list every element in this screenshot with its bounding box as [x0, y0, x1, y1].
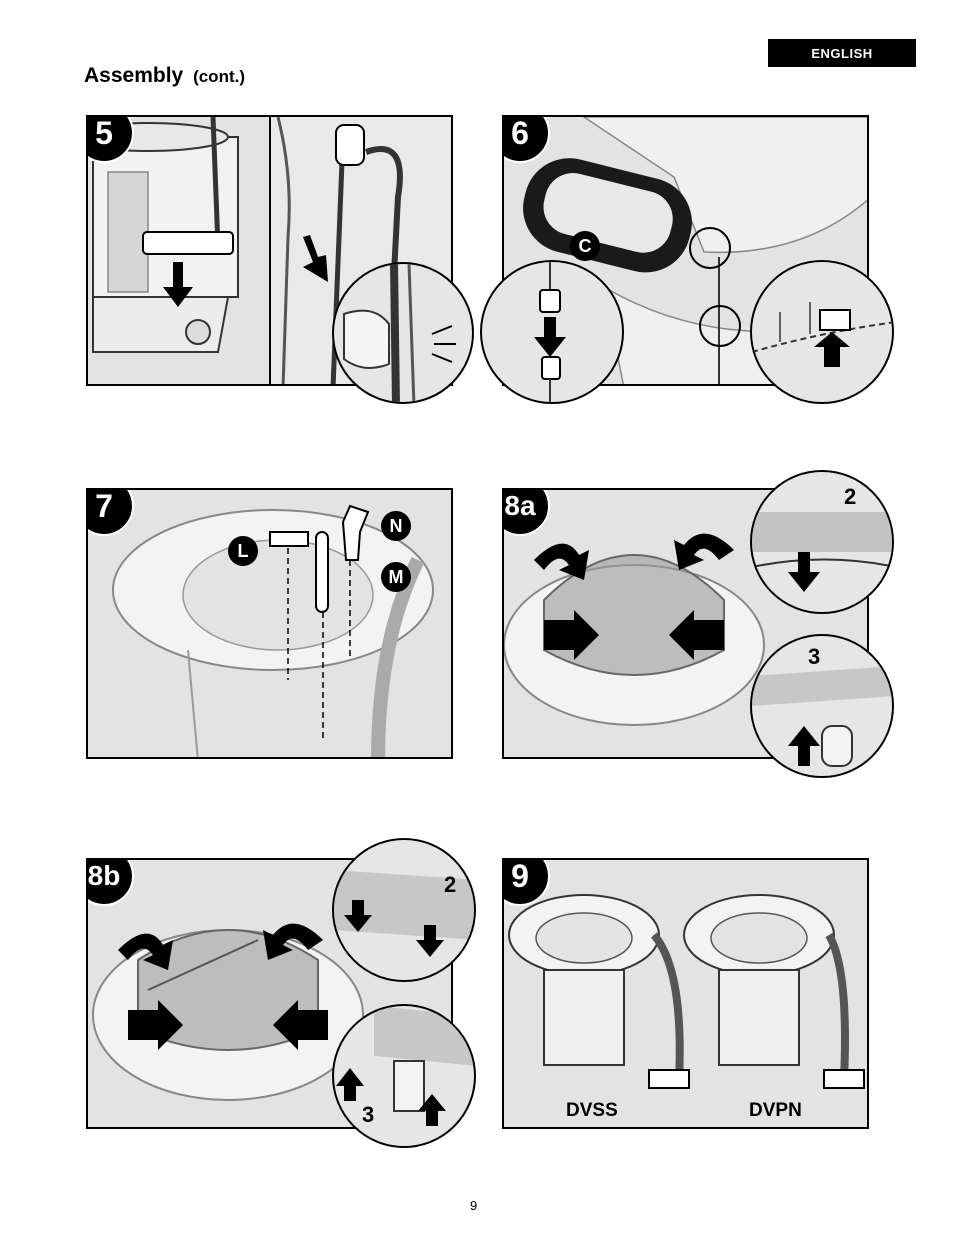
step-8b-panel: 8b: [86, 858, 453, 1129]
step-9-model-dvpn: DVPN: [749, 1100, 802, 1121]
section-heading: Assembly (cont.): [84, 64, 245, 88]
step-6-clip-callout: [750, 260, 894, 404]
step-8a-substep-3: 3: [808, 644, 821, 669]
step-8b-callout-2: 2: [332, 838, 476, 982]
step-8b-substep-2: 2: [444, 872, 457, 897]
heading-subtitle: (cont.): [193, 67, 245, 86]
step-6-label-c: C: [570, 231, 600, 261]
language-tag: ENGLISH: [768, 39, 916, 67]
step-7-label-n: N: [381, 511, 411, 541]
step-7-label-l: L: [228, 536, 258, 566]
step-7-label-m: M: [381, 562, 411, 592]
step-9-illustration: [504, 860, 867, 1127]
step-8a-callout-3-art: [752, 666, 892, 767]
page-number: 9: [470, 1198, 478, 1213]
step-8b-callout-3: 3: [332, 1004, 476, 1148]
step-6-small-ring: [689, 227, 731, 269]
step-8a-callout-3: 3: [750, 634, 894, 778]
step-8a-substep-2: 2: [844, 484, 857, 509]
step-6-clip-art: [752, 302, 892, 367]
step-8b-callout-2-art: [334, 870, 474, 957]
step-5-detail-callout: [332, 262, 474, 404]
step-5-detail-art: [343, 264, 456, 402]
step-7-panel: 7 L M N: [86, 488, 453, 759]
step-6-small-ring-2: [699, 305, 741, 347]
step-8a-callout-2: 2: [750, 470, 894, 614]
step-6-plug-callout: [480, 260, 624, 404]
step-8b-badge: 8b: [88, 860, 134, 906]
step-9-panel: 9 DVSS DVPN: [502, 858, 869, 1129]
step-6-illustration: [504, 117, 867, 384]
step-8a-callout-2-art: [752, 512, 892, 592]
heading-title: Assembly: [84, 64, 184, 87]
step-6-plug-art: [534, 262, 566, 402]
step-9-model-dvss: DVSS: [566, 1100, 618, 1121]
step-8b-substep-3: 3: [362, 1102, 375, 1127]
step-8b-callout-3-art: [336, 1006, 474, 1126]
